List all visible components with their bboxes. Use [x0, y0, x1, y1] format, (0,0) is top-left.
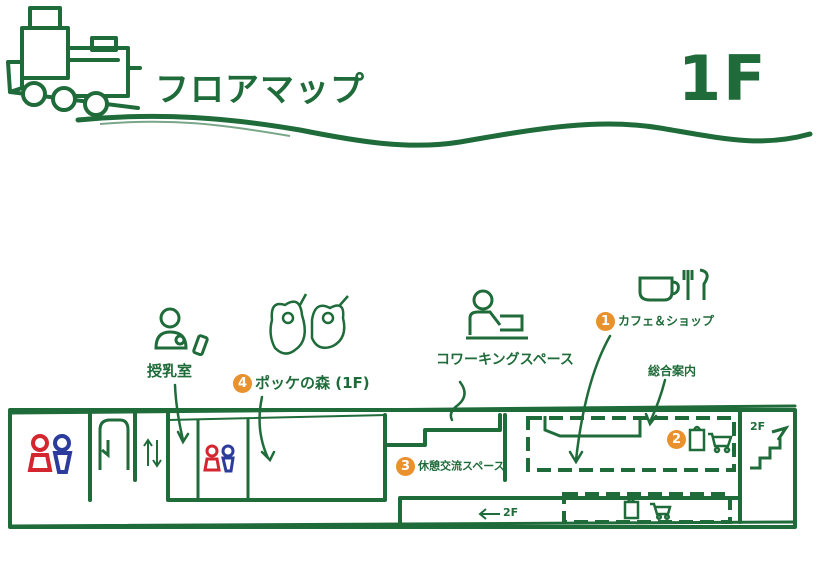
bottle-icon — [192, 334, 209, 357]
number-badge-4: 4 — [233, 374, 252, 393]
cart-icon — [708, 432, 733, 454]
page-title: フロアマップ — [155, 70, 365, 110]
cafe-shop-text: カフェ＆ショップ — [618, 314, 715, 328]
info-desk-label: 総合案内 — [648, 364, 697, 378]
to-2f-label-stairs: 2F — [750, 420, 766, 433]
pocket-forest-text: ポッケの森 (1F) — [255, 374, 370, 392]
restroom-small-icon — [203, 444, 235, 473]
kids-icon — [269, 293, 349, 355]
floor-label: 1F — [678, 42, 768, 115]
elevator-icon — [98, 418, 130, 470]
number-badge-3: 3 — [396, 457, 415, 476]
worker-icon — [466, 289, 528, 340]
shop-zone — [562, 492, 732, 524]
locker-icon — [688, 425, 706, 452]
to-2f-label-bottom: 2F — [503, 506, 519, 519]
rest-area-text: 休憩交流スペース — [418, 459, 505, 473]
locker-badge: 2 — [667, 429, 689, 449]
updown-arrows-icon — [143, 438, 162, 468]
nursing-room-label: 授乳室 — [147, 362, 193, 380]
train-wheels — [21, 81, 109, 117]
cafe-icon — [638, 268, 709, 302]
number-badge-1: 1 — [596, 312, 615, 331]
cafe-zone — [526, 416, 736, 472]
arrow-left-icon — [478, 508, 500, 520]
leader-lines — [173, 334, 667, 465]
baby-icon — [154, 307, 188, 350]
train-wheel — [51, 86, 77, 112]
stairs-icon — [750, 425, 790, 470]
restroom-icon — [27, 434, 73, 474]
locker-icon-2 — [623, 497, 640, 520]
cart-icon-2 — [650, 502, 672, 521]
number-badge-2: 2 — [667, 430, 686, 449]
track-line — [75, 113, 813, 148]
coworking-label: コワーキングスペース — [436, 352, 574, 368]
train-wheel — [83, 91, 109, 117]
train-wheel — [21, 81, 47, 107]
